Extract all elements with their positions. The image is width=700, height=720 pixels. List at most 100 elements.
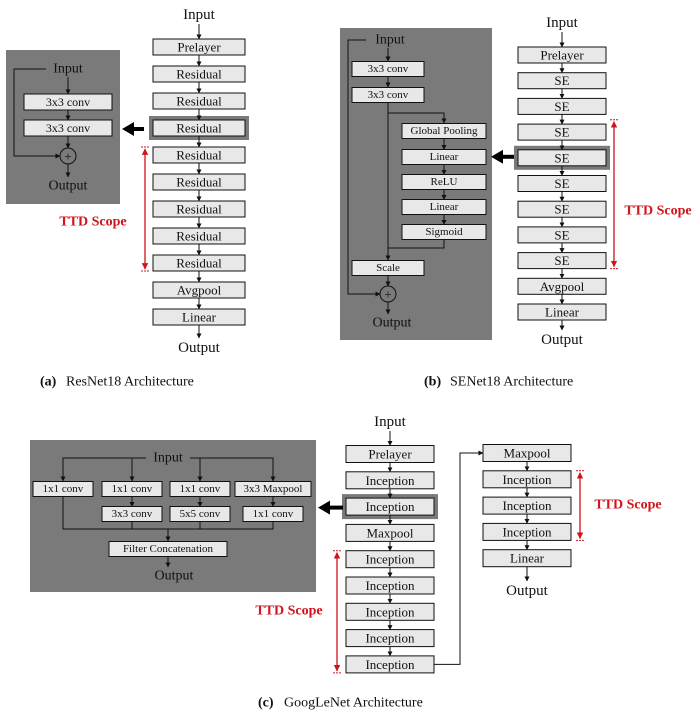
googlenet-ttd-label-2: TTD Scope — [594, 498, 661, 513]
googlenet-chain2-block-0-label: Maxpool — [504, 446, 551, 461]
googlenet-detail-input: Input — [153, 451, 183, 466]
resnet-ttd-label: TTD Scope — [59, 215, 126, 230]
googlenet-detail-mid-0-label: 3x3 conv — [112, 508, 153, 520]
googlenet-detail-mid-1 — [169, 506, 231, 522]
resnet-detail-conv-1 — [23, 119, 113, 137]
senet-detail-se-2-label: ReLU — [431, 176, 458, 188]
resnet-detail-pointer-head — [122, 122, 134, 136]
senet-chain-block-10 — [517, 303, 607, 321]
googlenet-detail-top-1 — [101, 481, 163, 497]
senet-chain-block-1 — [517, 72, 607, 90]
senet-chain-block-5-label: SE — [554, 176, 569, 191]
senet-detail-conv-0 — [351, 61, 425, 77]
googlenet-detail-mid-1-label: 5x5 conv — [180, 508, 221, 520]
googlenet-chain2-block-4-label: Linear — [510, 551, 545, 566]
resnet-chain-block-6-label: Residual — [176, 202, 222, 217]
resnet-chain-block-3-label: Residual — [176, 121, 222, 136]
googlenet-chain1-block-0 — [345, 445, 435, 463]
senet-chain-block-4 — [517, 149, 607, 167]
googlenet-detail-top-3 — [234, 481, 312, 497]
googlenet-chain2-block-4 — [482, 549, 572, 568]
googlenet-chain2-block-2 — [482, 496, 572, 515]
googlenet-chain1-block-4 — [345, 550, 435, 569]
resnet-chain-block-8-label: Residual — [176, 256, 222, 271]
googlenet-chain1-block-4-label: Inception — [365, 552, 415, 567]
senet-chain-block-1-label: SE — [554, 73, 569, 88]
senet-detail-se-3 — [401, 199, 487, 215]
resnet-chain-block-7 — [152, 227, 246, 245]
googlenet-detail-concat-label: Filter Concatenation — [123, 543, 214, 555]
googlenet-detail-mid-2 — [242, 506, 304, 522]
senet-detail-input: Input — [375, 33, 405, 48]
googlenet-detail-merge-3 — [168, 521, 274, 530]
googlenet-chain1-block-6-label: Inception — [365, 604, 415, 619]
resnet-detail-plus — [59, 147, 77, 165]
googlenet-chain2-block-0 — [482, 444, 572, 462]
resnet-chain-block-9-label: Avgpool — [177, 283, 222, 298]
googlenet-chain1-block-3 — [345, 523, 435, 542]
resnet-detail-input: Input — [53, 62, 83, 77]
caption-b: SENet18 Architecture — [450, 375, 573, 390]
googlenet-chain1-block-1-label: Inception — [365, 473, 415, 488]
resnet-chain-block-2-label: Residual — [176, 94, 222, 109]
googlenet-ttd-label-1: TTD Scope — [255, 604, 322, 619]
senet-detail-output: Output — [373, 316, 412, 331]
senet-detail-se-2 — [401, 174, 487, 190]
googlenet-chain2-block-2-label: Inception — [502, 498, 552, 513]
resnet-chain-block-2 — [152, 92, 246, 110]
resnet-chain-block-0 — [152, 38, 246, 56]
senet-chain-block-9-label: Avgpool — [540, 279, 585, 294]
googlenet-chain2-block-3 — [482, 522, 572, 541]
senet-chain-block-0 — [517, 46, 607, 64]
resnet-chain-block-4-label: Residual — [176, 148, 222, 163]
googlenet-chain1-block-5-label: Inception — [365, 578, 415, 593]
googlenet-chain2-block-1 — [482, 470, 572, 489]
googlenet-detail-branch-1 — [129, 457, 146, 482]
senet-chain-block-5 — [517, 175, 607, 192]
senet-detail-conv-0-label: 3x3 conv — [368, 63, 409, 75]
resnet-detail-skip — [13, 68, 61, 159]
resnet-chain-block-4 — [152, 146, 246, 164]
senet-chain-input: Input — [546, 15, 578, 31]
senet-chain-block-0-label: Prelayer — [540, 48, 584, 63]
googlenet-chain1-block-1 — [345, 471, 435, 490]
senet-chain-block-2 — [517, 97, 607, 115]
googlenet-detail-branch-0 — [60, 457, 146, 482]
resnet-chain-block-9 — [152, 281, 246, 299]
senet-detail-se-4 — [401, 224, 487, 240]
googlenet-chain1-block-0-label: Prelayer — [368, 447, 412, 462]
resnet-chain-block-5 — [152, 173, 246, 191]
senet-chain-block-10-label: Linear — [545, 305, 580, 320]
googlenet-detail-concat — [108, 541, 228, 557]
resnet-chain-block-1 — [152, 65, 246, 83]
googlenet-detail-top-0-label: 1x1 conv — [43, 483, 84, 495]
resnet-chain-block-8 — [152, 254, 246, 272]
senet-detail-plus — [379, 285, 397, 303]
googlenet-detail-mid-0 — [101, 506, 163, 522]
googlenet-chain-output: Output — [506, 583, 549, 599]
senet-detail-se-0 — [401, 123, 487, 139]
googlenet-detail-top-3-label: 3x3 Maxpool — [244, 483, 303, 495]
resnet-chain-block-10 — [152, 308, 246, 326]
senet-ttd-label: TTD Scope — [624, 204, 691, 219]
resnet-detail-conv-0-label: 3x3 conv — [46, 95, 90, 109]
googlenet-detail-top-0 — [32, 481, 94, 497]
resnet-detail-conv-0 — [23, 93, 113, 111]
resnet-chain-input: Input — [183, 7, 215, 23]
resnet-chain-block-5-label: Residual — [176, 175, 222, 190]
senet-chain-block-8 — [517, 252, 607, 270]
googlenet-detail-branch-3 — [190, 457, 276, 482]
senet-chain-block-7 — [517, 226, 607, 244]
googlenet-chain1-block-5 — [345, 576, 435, 595]
caption-c-label: (c) — [258, 696, 274, 711]
resnet-chain-block-1-label: Residual — [176, 67, 222, 82]
senet-chain-block-6 — [517, 200, 607, 218]
senet-chain-block-3-label: SE — [554, 125, 569, 140]
senet-detail-plus-label: + — [384, 287, 391, 302]
caption-a-label: (a) — [40, 375, 57, 390]
senet-chain-block-8-label: SE — [554, 253, 569, 268]
senet-chain-block-3 — [517, 123, 607, 141]
senet-chain-block-6-label: SE — [554, 202, 569, 217]
senet-detail-se-1 — [401, 149, 487, 165]
